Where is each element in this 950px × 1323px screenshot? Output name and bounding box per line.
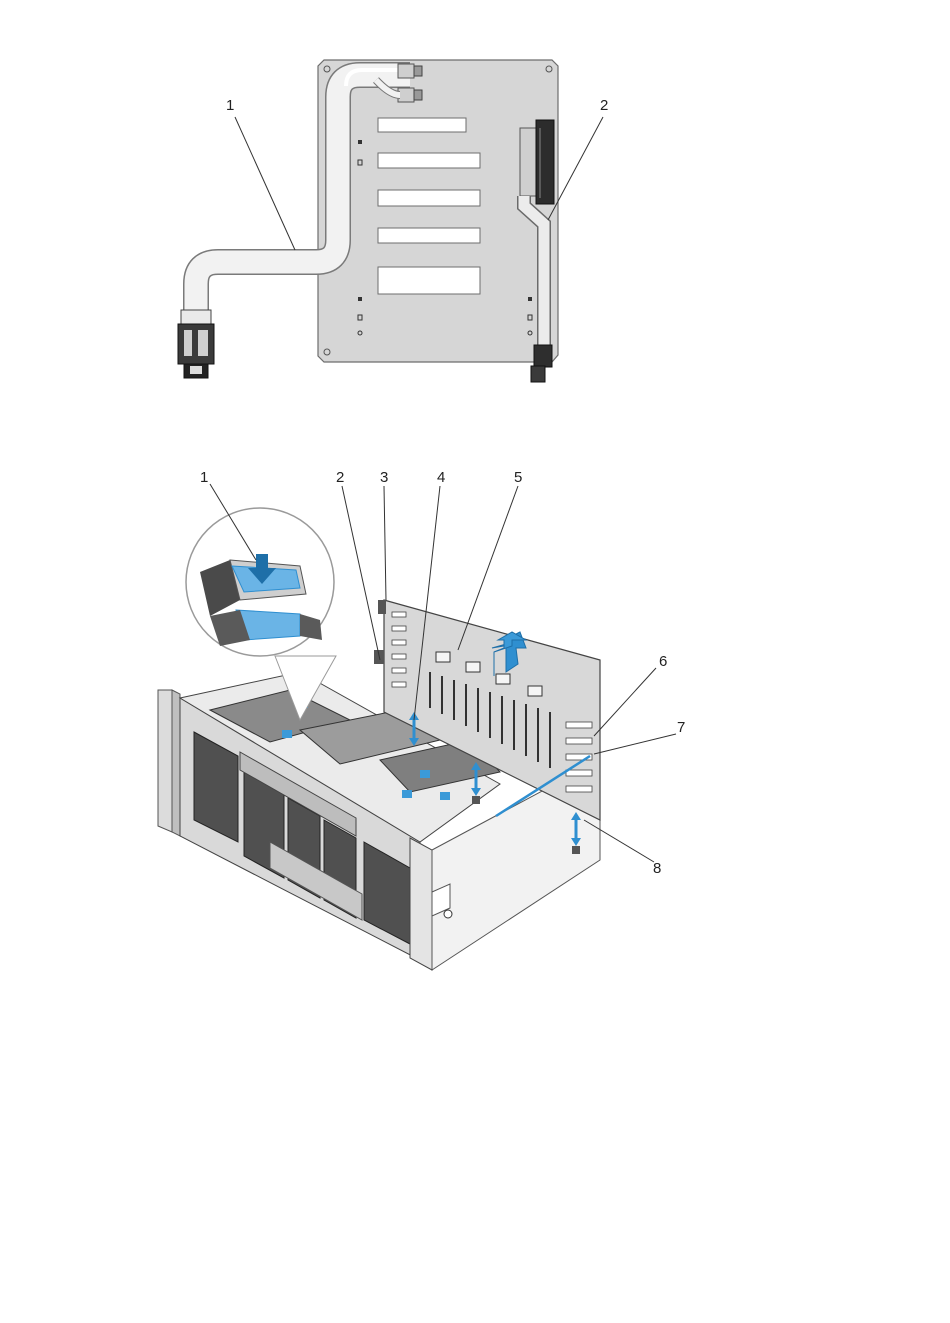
backplane-cable-figure: 1 2 [0, 0, 950, 420]
callout-number-8: 8 [653, 860, 661, 877]
callout-line-1 [235, 117, 295, 250]
chassis-backplane-figure: 1 2 3 4 5 6 7 8 [0, 450, 950, 990]
callout-line-7 [594, 734, 676, 754]
callout-line-2 [342, 486, 380, 660]
callout-line-5 [458, 486, 518, 650]
callout-number-2: 2 [336, 469, 344, 486]
backplane-cable-illustration: 1 2 [0, 0, 950, 420]
callout-number-3: 3 [380, 469, 388, 486]
callout-number-5: 5 [514, 469, 522, 486]
callout-number-6: 6 [659, 653, 667, 670]
callout-number-7: 7 [677, 719, 685, 736]
callout-number-1: 1 [200, 469, 208, 486]
callout-number-2: 2 [600, 97, 608, 114]
callout-line-6 [594, 668, 656, 736]
callout-line-3 [384, 486, 386, 600]
callout-number-1: 1 [226, 97, 234, 114]
callout-number-4: 4 [437, 469, 445, 486]
chassis-backplane-illustration: 1 2 3 4 5 6 7 8 [0, 450, 950, 990]
